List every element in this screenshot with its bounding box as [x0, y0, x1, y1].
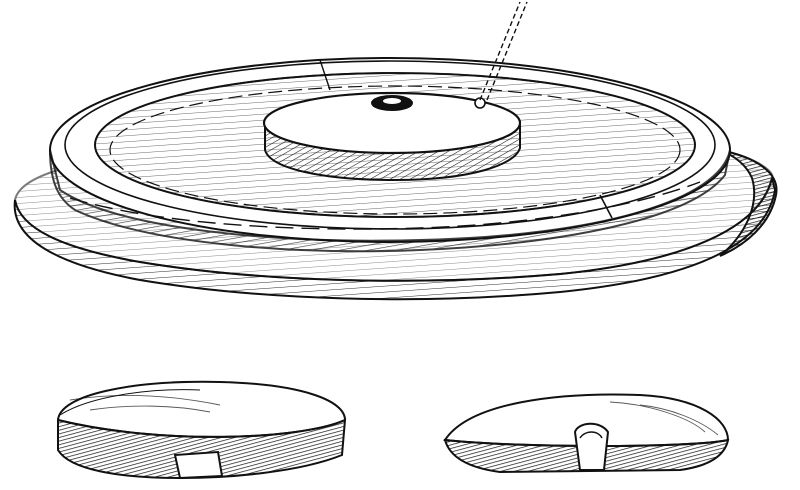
fragment-left-side [57, 418, 347, 480]
stone-fragment-right [443, 393, 730, 474]
runner-stone-top [262, 91, 522, 155]
millstone-assembly [13, 1, 778, 301]
spindle-peg [474, 97, 486, 109]
stone-fragment-left [56, 380, 347, 480]
spindle-rod [479, 1, 521, 101]
